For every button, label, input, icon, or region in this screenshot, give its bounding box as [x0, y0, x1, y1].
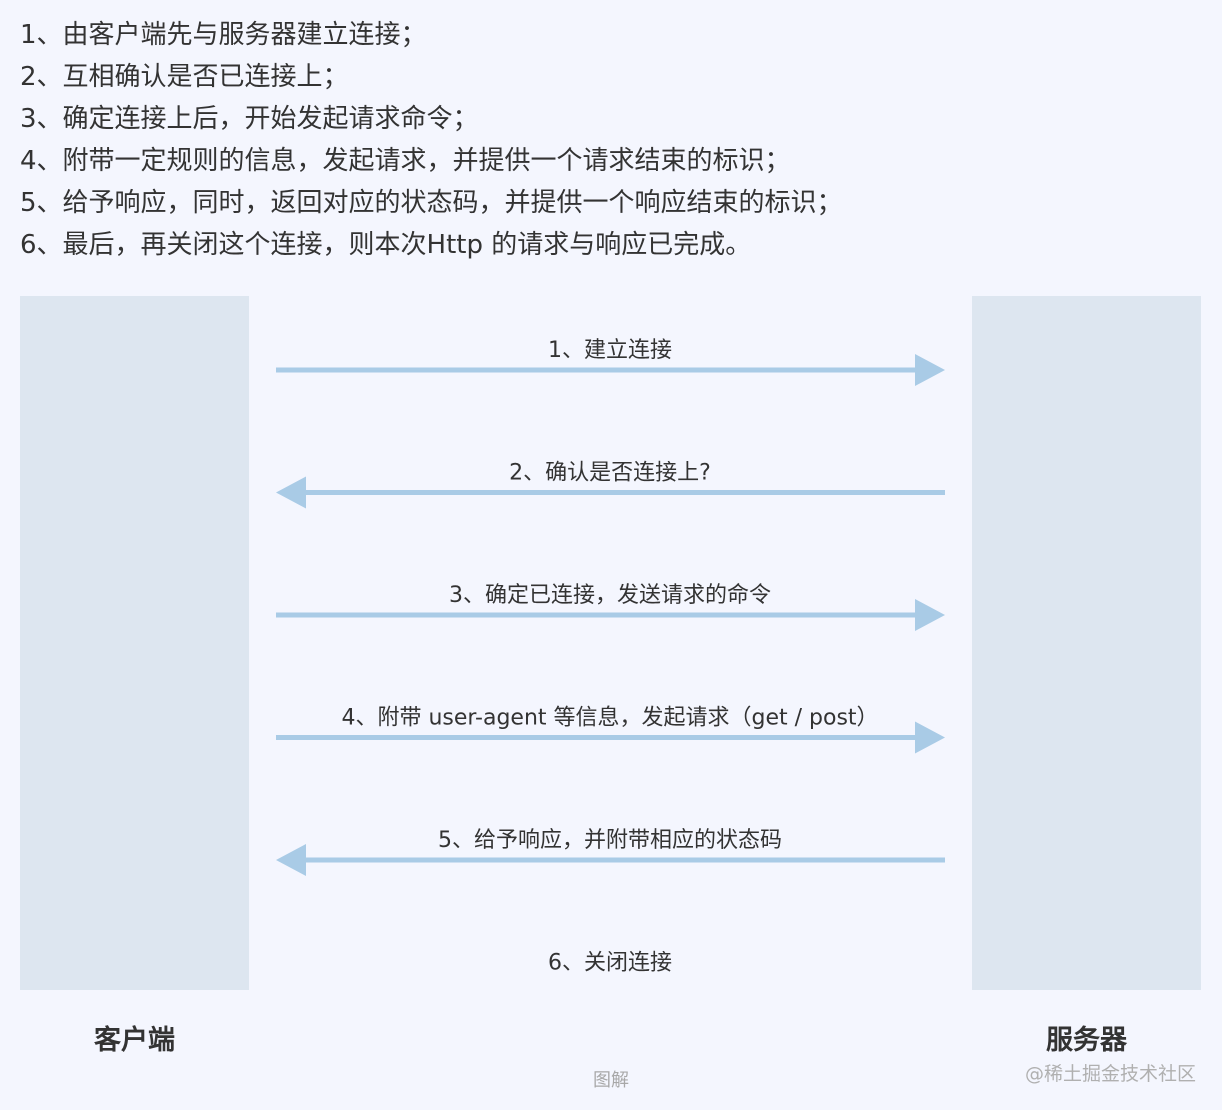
message-1: 1、建立连接: [276, 338, 945, 386]
steps-list: 1、由客户端先与服务器建立连接； 2、互相确认是否已连接上； 3、确定连接上后，…: [20, 14, 1200, 266]
arrow-head: [915, 354, 945, 386]
message-6: 6、关闭连接: [548, 951, 672, 976]
message-5: 5、给予响应，并附带相应的状态码: [276, 828, 945, 876]
step-4: 4、附带一定规则的信息，发起请求，并提供一个请求结束的标识；: [20, 146, 791, 176]
message-4: 4、附带 user-agent 等信息，发起请求（get / post）: [276, 706, 945, 754]
arrow-head: [276, 476, 306, 509]
message-label: 2、确认是否连接上?: [509, 461, 711, 486]
server-lane: [972, 296, 1201, 990]
step-2: 2、互相确认是否已连接上；: [20, 62, 349, 92]
message-label: 1、建立连接: [548, 338, 672, 363]
arrow-head: [915, 721, 945, 754]
step-6: 6、最后，再关闭这个连接，则本次Http 的请求与响应已完成。: [20, 230, 752, 260]
watermark: @稀土掘金技术社区: [1024, 1063, 1196, 1085]
message-2: 2、确认是否连接上?: [276, 461, 945, 509]
client-lane: [20, 296, 249, 990]
server-label: 服务器: [1046, 1025, 1127, 1056]
step-1: 1、由客户端先与服务器建立连接；: [20, 20, 427, 50]
arrow-head: [276, 844, 306, 876]
message-label: 6、关闭连接: [548, 951, 672, 976]
step-3: 3、确定连接上后，开始发起请求命令；: [20, 104, 479, 134]
message-label: 3、确定已连接，发送请求的命令: [449, 583, 771, 608]
message-label: 5、给予响应，并附带相应的状态码: [438, 828, 782, 853]
message-label: 4、附带 user-agent 等信息，发起请求（get / post）: [341, 706, 878, 731]
client-label: 客户端: [94, 1025, 175, 1056]
step-5: 5、给予响应，同时，返回对应的状态码，并提供一个响应结束的标识；: [20, 188, 843, 218]
arrow-head: [915, 599, 945, 631]
diagram-caption: 图解: [593, 1070, 629, 1091]
message-3: 3、确定已连接，发送请求的命令: [276, 583, 945, 631]
